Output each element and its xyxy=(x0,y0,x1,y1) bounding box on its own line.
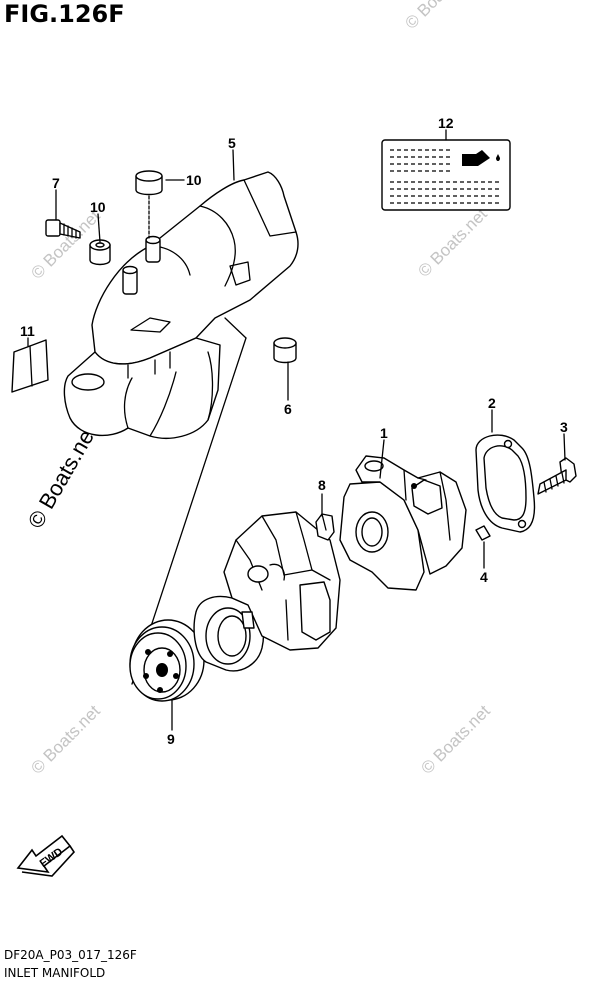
callout-9: 9 xyxy=(167,731,175,747)
callout-numbers: 1 2 3 4 5 6 7 8 9 10 10 11 12 xyxy=(20,115,568,747)
callout-1: 1 xyxy=(380,425,388,441)
figure-code: DF20A_P03_017_126F xyxy=(4,948,137,962)
watermark-dark: © Boats.net xyxy=(23,420,102,532)
forward-arrow: FWD xyxy=(16,834,76,877)
figure-name: INLET MANIFOLD xyxy=(4,966,106,980)
pulley-9 xyxy=(129,619,205,702)
caution-label-12 xyxy=(381,139,511,211)
callout-10-top: 10 xyxy=(186,172,202,188)
watermark-3: © Boats.net xyxy=(414,204,491,281)
grommet-left xyxy=(89,239,111,266)
grommet-top xyxy=(135,170,163,239)
inlet-manifold-1 xyxy=(339,455,467,591)
callout-4: 4 xyxy=(480,569,488,585)
callout-2: 2 xyxy=(488,395,496,411)
nut-8 xyxy=(315,513,335,541)
callout-10-left: 10 xyxy=(90,199,106,215)
foam-strip-11 xyxy=(11,339,49,393)
callout-5: 5 xyxy=(228,135,236,151)
throttle-body xyxy=(193,511,341,672)
callout-11: 11 xyxy=(20,323,35,339)
callout-7: 7 xyxy=(52,175,60,191)
grommet-6 xyxy=(273,337,297,364)
intake-silencer xyxy=(63,171,299,439)
callout-6: 6 xyxy=(284,401,292,417)
callout-8: 8 xyxy=(318,477,326,493)
watermark-5: © Boats.net xyxy=(417,701,494,778)
leader-lines xyxy=(27,129,566,731)
bolt-7 xyxy=(45,219,81,239)
figure-title: FIG.126F xyxy=(4,0,125,28)
watermark-4: © Boats.net xyxy=(27,701,104,778)
callout-12: 12 xyxy=(438,115,454,131)
gasket-2 xyxy=(475,434,536,533)
callout-3: 3 xyxy=(560,419,568,435)
bolt-3 xyxy=(537,457,577,495)
pin-4 xyxy=(475,525,491,541)
watermark-1: © Boats.net xyxy=(401,0,478,33)
